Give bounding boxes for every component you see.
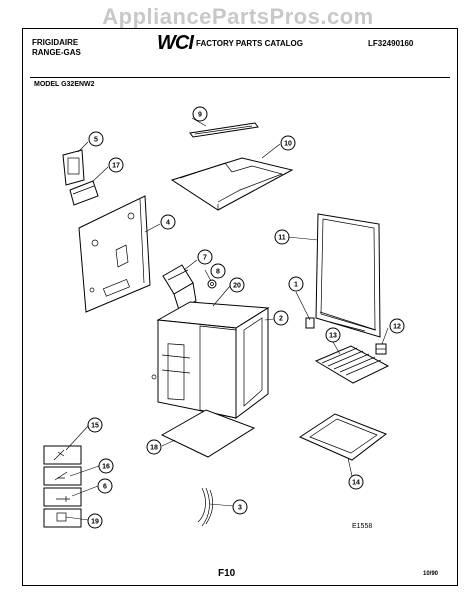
callout-7: 7 <box>197 249 213 265</box>
svg-text:1: 1 <box>294 282 298 289</box>
page-frame <box>22 28 458 586</box>
callout-19: 19 <box>87 513 103 529</box>
svg-text:6: 6 <box>103 484 107 491</box>
header-rule <box>30 77 450 78</box>
part-14-broiler-pan <box>298 413 388 461</box>
catalog-number: LF32490160 <box>368 39 414 48</box>
part-18-bottom-panel <box>160 409 256 458</box>
part-11-door <box>315 213 381 338</box>
part-10-top-panel <box>170 157 294 211</box>
svg-text:7: 7 <box>203 255 207 262</box>
callout-11: 11 <box>274 229 290 245</box>
revision-date: 10/90 <box>423 571 439 577</box>
callout-13: 13 <box>325 327 341 343</box>
callout-15: 15 <box>87 417 103 433</box>
wci-logo: WCI <box>157 32 194 54</box>
callout-6: 6 <box>97 478 113 494</box>
callout-4: 4 <box>160 214 176 230</box>
drawing-code: E1558 <box>352 523 373 530</box>
model-label: MODEL G32ENW2 <box>34 81 95 88</box>
part-12-leveler <box>375 343 387 355</box>
product-type: RANGE-GAS <box>32 48 81 57</box>
part-8-fitting <box>207 279 217 289</box>
svg-text:5: 5 <box>94 137 98 144</box>
part-2-range-body <box>151 301 270 419</box>
callout-16: 16 <box>98 458 114 474</box>
svg-text:20: 20 <box>233 283 241 290</box>
svg-text:17: 17 <box>112 163 120 170</box>
leader-lines <box>65 117 389 521</box>
callout-12: 12 <box>389 318 405 334</box>
callout-5: 5 <box>88 131 104 147</box>
callout-9: 9 <box>192 106 208 122</box>
part-9-trim-strip <box>189 122 259 138</box>
callout-3: 3 <box>232 499 248 515</box>
svg-text:3: 3 <box>238 505 242 512</box>
callout-18: 18 <box>146 439 162 455</box>
callout-17: 17 <box>108 157 124 173</box>
figure-number: F10 <box>218 568 236 579</box>
callout-10: 10 <box>280 135 296 151</box>
callout-2: 2 <box>273 310 289 326</box>
svg-text:15: 15 <box>91 423 99 430</box>
svg-text:2: 2 <box>279 316 283 323</box>
svg-text:12: 12 <box>393 324 401 331</box>
watermark: AppliancePartsPros.com <box>102 4 374 29</box>
svg-text:4: 4 <box>166 220 170 227</box>
svg-text:19: 19 <box>91 519 99 526</box>
brand-name: FRIGIDAIRE <box>32 38 79 47</box>
svg-text:11: 11 <box>278 235 286 242</box>
svg-text:8: 8 <box>216 269 220 276</box>
part-1-hinge <box>305 317 315 329</box>
callout-8: 8 <box>210 263 226 279</box>
brand-block: FRIGIDAIRE RANGE-GAS <box>32 38 81 58</box>
callout-20: 20 <box>229 277 245 293</box>
svg-text:14: 14 <box>352 480 360 487</box>
callout-1: 1 <box>288 276 304 292</box>
part-17-bracket <box>69 180 99 206</box>
svg-text:16: 16 <box>102 464 110 471</box>
svg-text:18: 18 <box>150 445 158 452</box>
catalog-title: FACTORY PARTS CATALOG <box>196 39 303 48</box>
part-13-oven-rack <box>314 345 390 384</box>
hardware-kit-boxes <box>43 445 82 528</box>
svg-text:10: 10 <box>284 141 292 148</box>
part-4-side-panel <box>78 195 151 313</box>
part-3-clip <box>197 487 213 527</box>
svg-text:9: 9 <box>198 112 202 119</box>
callout-14: 14 <box>348 474 364 490</box>
svg-text:13: 13 <box>329 333 337 340</box>
part-5-switch-housing <box>62 149 85 186</box>
